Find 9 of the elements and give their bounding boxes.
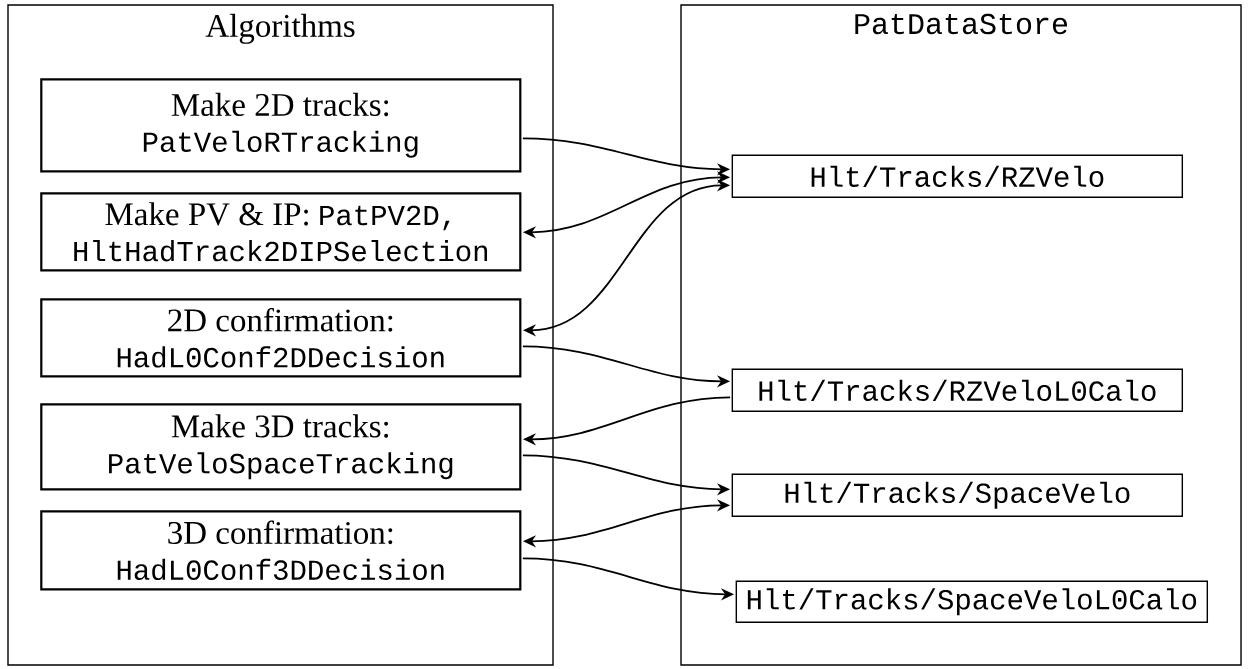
data-box: Hlt/Tracks/SpaceVelo [731, 473, 1183, 517]
data-box: Hlt/Tracks/SpaceVeloL0Calo [735, 580, 1208, 623]
process-box: Make 2D tracks: PatVeloRTracking [40, 78, 522, 173]
process-box: 2D confirmation: HadL0Conf2DDecision [40, 298, 522, 378]
process-box: Make PV & IP: PatPV2D, HltHadTrack2DIPSelection [40, 192, 522, 272]
data-box: Hlt/Tracks/RZVelo [731, 154, 1183, 198]
process-box: 3D confirmation: HadL0Conf3DDecision [40, 510, 522, 591]
process-box: Make 3D tracks: PatVeloSpaceTracking [40, 403, 522, 491]
data-box: Hlt/Tracks/RZVeloL0Calo [731, 368, 1183, 412]
